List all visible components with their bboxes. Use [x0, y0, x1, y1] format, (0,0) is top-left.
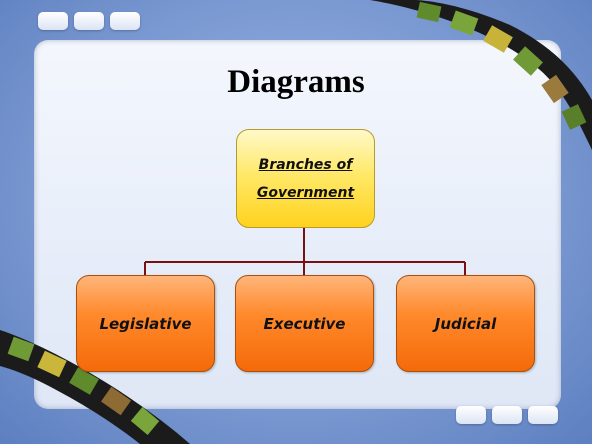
slide-title: Diagrams — [227, 64, 365, 100]
decorative-tab — [456, 406, 486, 424]
child-node-label: Legislative — [99, 314, 192, 333]
decorative-tab — [528, 406, 558, 424]
root-node-label-line1: Branches of — [258, 156, 353, 173]
decorative-tab — [38, 12, 68, 30]
film-strip-top-right — [370, 0, 592, 150]
decorative-tab — [74, 12, 104, 30]
child-node-legislative: Legislative — [76, 275, 215, 372]
child-node-label: Executive — [263, 314, 346, 333]
child-node-label: Judicial — [434, 314, 497, 333]
decorative-tab — [492, 406, 522, 424]
film-strip-bottom-left — [0, 330, 190, 444]
child-node-judicial: Judicial — [396, 275, 535, 372]
root-node-branches-of-government: Branches of Government — [236, 129, 375, 228]
child-node-executive: Executive — [235, 275, 374, 372]
decorative-tab — [110, 12, 140, 30]
root-node-label-line2: Government — [256, 184, 355, 201]
